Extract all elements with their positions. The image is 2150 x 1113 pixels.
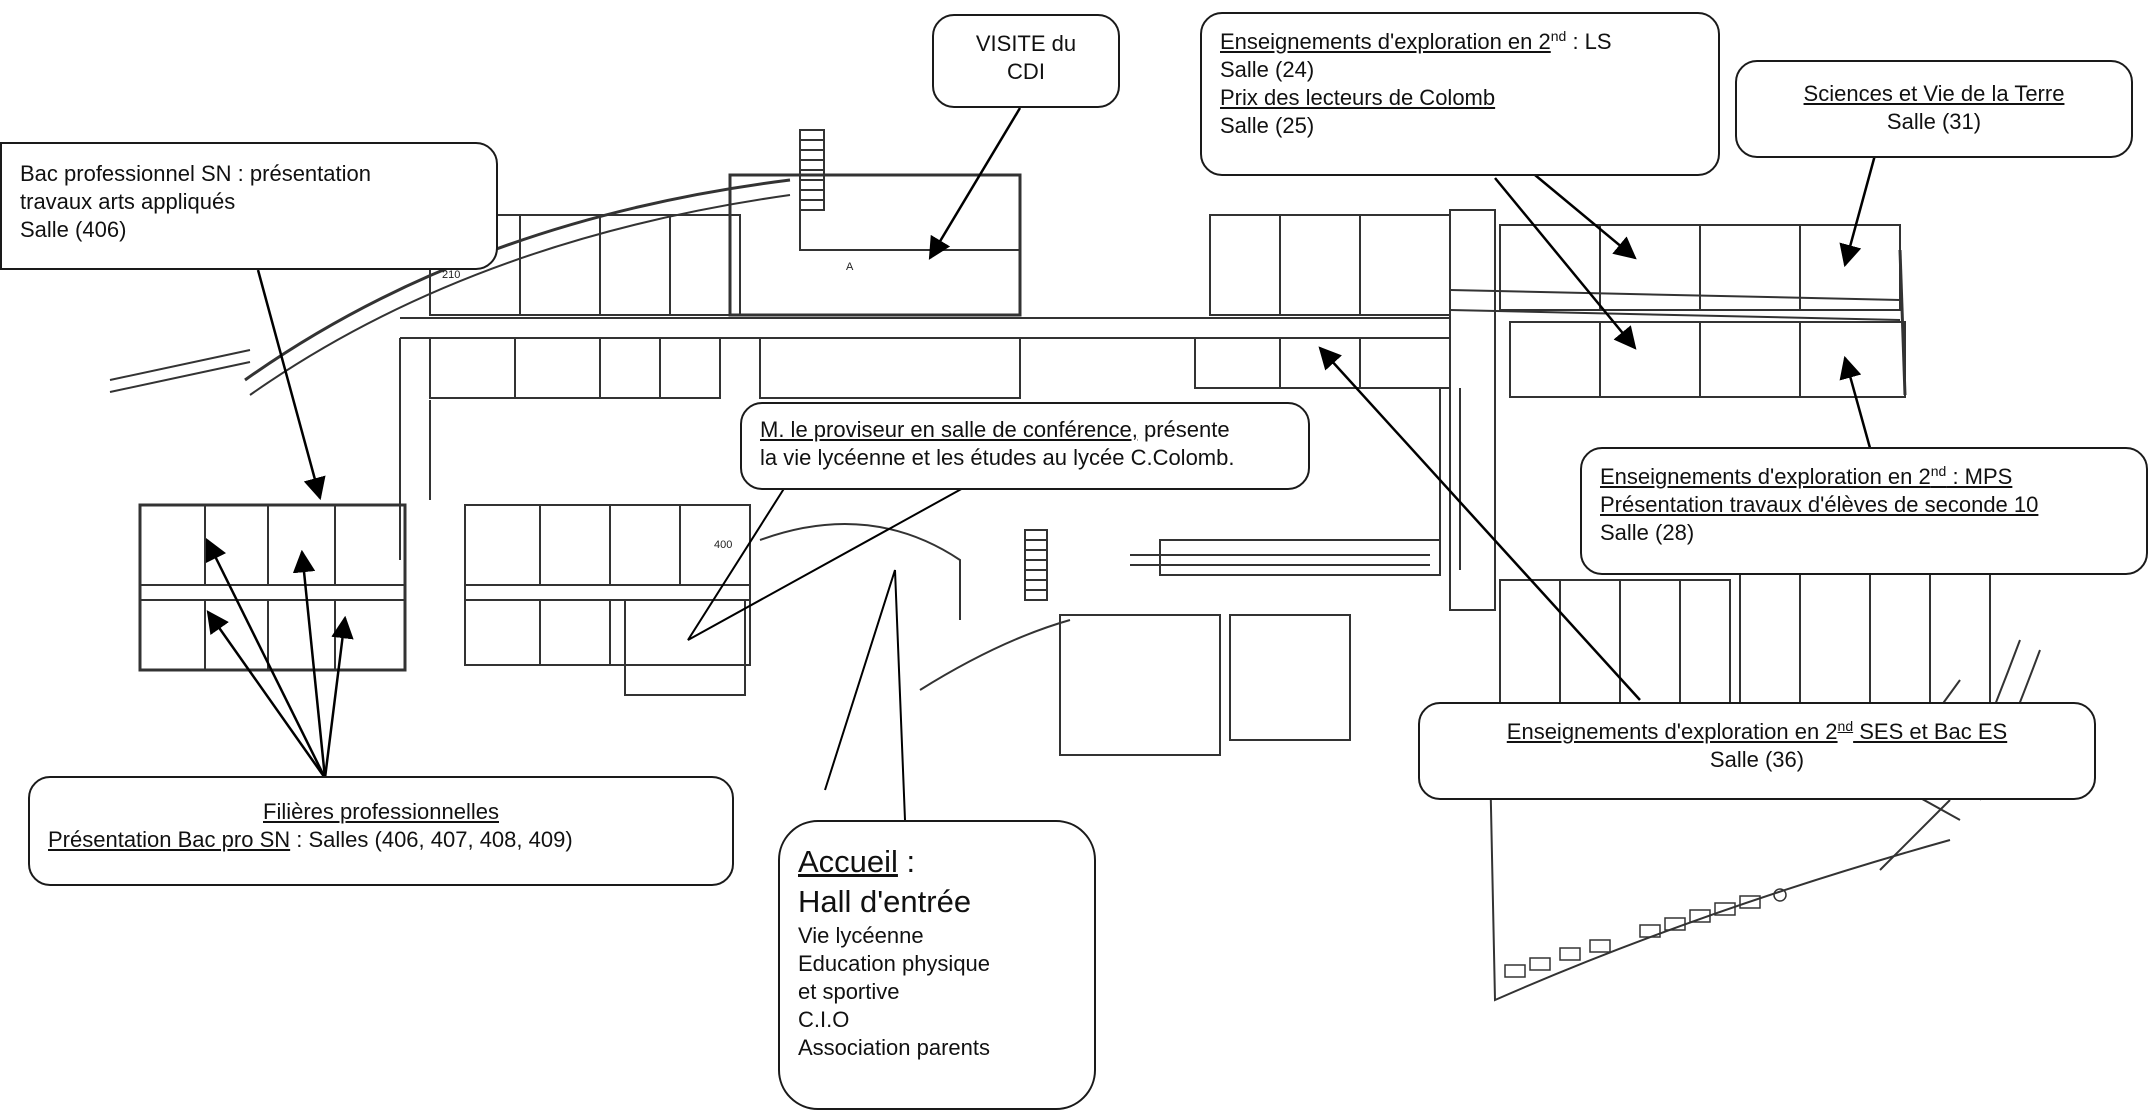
ls-line1: Enseignements d'exploration en 2 <box>1220 29 1551 54</box>
arrow-filiere-408 <box>206 610 327 779</box>
accueil-item: C.I.O <box>798 1007 850 1032</box>
room-label-210: 210 <box>442 269 460 281</box>
ses-line1-sup: nd <box>1837 718 1854 734</box>
accueil-item: Association parents <box>798 1035 990 1060</box>
bacpro-line1: Bac professionnel SN : présentation <box>20 161 371 186</box>
arrow-filiere-407 <box>292 549 327 779</box>
accueil-subtitle: Hall d'entrée <box>798 884 972 919</box>
ls-line1-tail: : LS <box>1566 29 1612 54</box>
mps-line3: Salle (28) <box>1600 520 1695 545</box>
callout-ls: Enseignements d'exploration en 2nd : LS … <box>1200 12 1720 176</box>
mps-line2: Présentation travaux d'élèves de seconde… <box>1600 492 2039 517</box>
courtyard-benches <box>1504 888 1787 978</box>
ses-line1: Enseignements d'exploration en 2 <box>1506 719 1838 744</box>
room-label-a: A <box>846 261 854 273</box>
bacpro-line2: travaux arts appliqués <box>20 189 236 214</box>
callout-bacpro-sn: Bac professionnel SN : présentation trav… <box>0 142 498 270</box>
arrow-bacpro-406 <box>256 269 326 501</box>
arrow-mps <box>1839 355 1872 449</box>
tail-accueil <box>824 569 906 821</box>
filieres-line1: Filières professionnelles <box>263 799 499 824</box>
ls-line4: Salle (25) <box>1220 113 1315 138</box>
proviseur-line1a: M. le proviseur en salle de conférence, <box>760 417 1138 442</box>
bacpro-line3: Salle (406) <box>20 217 127 242</box>
cdi-line2: CDI <box>1007 59 1045 84</box>
pointer-arrows <box>205 107 1877 821</box>
arrow-filiere-409 <box>323 615 354 779</box>
accueil-item: Vie lycéenne <box>798 923 924 948</box>
filieres-line2b: : Salles (406, 407, 408, 409) <box>290 827 573 852</box>
cdi-line1: VISITE du <box>975 31 1077 56</box>
proviseur-line2: la vie lycéenne et les études au lycée C… <box>760 445 1235 470</box>
callout-cdi-visit: VISITE du CDI <box>932 14 1120 108</box>
mps-line1-tail: : MPS <box>1946 464 2013 489</box>
ls-line1-sup: nd <box>1550 28 1567 44</box>
svt-line1: Sciences et Vie de la Terre <box>1803 81 2065 106</box>
ses-line2: Salle (36) <box>1709 747 1805 772</box>
callout-mps: Enseignements d'exploration en 2nd : MPS… <box>1580 447 2148 575</box>
arrow-svt <box>1839 154 1877 268</box>
arrow-ls-24 <box>1534 174 1637 260</box>
mps-line1-sup: nd <box>1930 463 1947 479</box>
tail-proviseur <box>687 486 966 641</box>
arrow-ls-25 <box>1494 177 1637 350</box>
accueil-title-tail: : <box>897 844 916 879</box>
callout-svt: Sciences et Vie de la Terre Salle (31) <box>1735 60 2133 158</box>
filieres-line2a: Présentation Bac pro SN <box>48 827 291 852</box>
proviseur-line1b: présente <box>1137 417 1230 442</box>
arrow-filiere-406 <box>205 537 327 779</box>
callout-ses: Enseignements d'exploration en 2nd SES e… <box>1418 702 2096 800</box>
accueil-title: Accueil <box>798 844 898 879</box>
mps-line1: Enseignements d'exploration en 2 <box>1600 464 1931 489</box>
arrow-ses <box>1318 346 1641 701</box>
room-label-400: 400 <box>714 539 732 551</box>
ls-line2: Salle (24) <box>1220 57 1315 82</box>
ses-line1-tail: SES et Bac ES <box>1853 719 2008 744</box>
ls-line3: Prix des lecteurs de Colomb <box>1220 85 1496 110</box>
svt-line2: Salle (31) <box>1886 109 1982 134</box>
callout-filieres: Filières professionnelles Présentation B… <box>28 776 734 886</box>
accueil-item: Education physique <box>798 951 991 976</box>
callout-proviseur: M. le proviseur en salle de conférence, … <box>740 402 1310 490</box>
arrow-cdi <box>928 107 1022 260</box>
accueil-item: et sportive <box>798 979 900 1004</box>
callout-accueil: Accueil : Hall d'entrée Vie lycéenne Edu… <box>778 820 1096 1110</box>
